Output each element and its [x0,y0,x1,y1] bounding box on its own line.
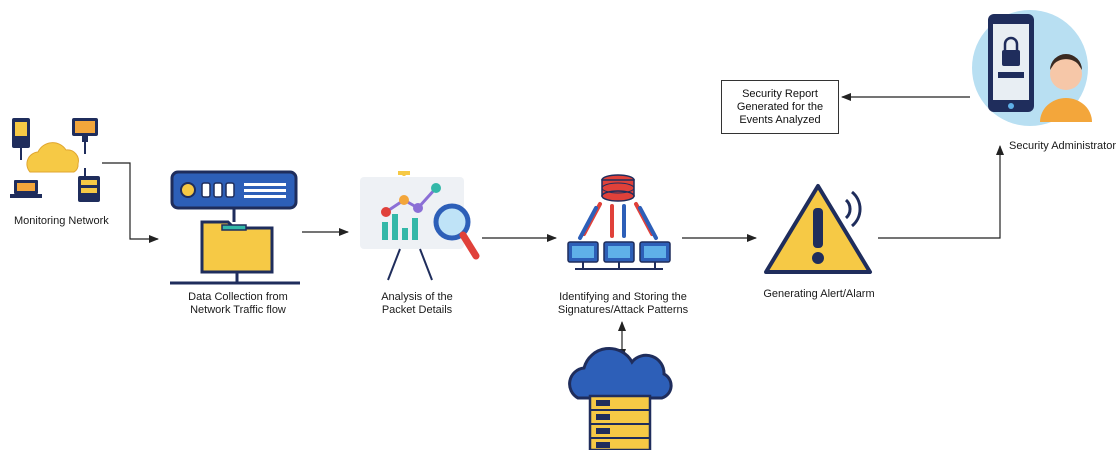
warning-alarm-icon [764,184,872,274]
analytics-board-icon [360,171,480,281]
report-line1: Security Report [742,87,818,100]
database-network-icon [567,174,671,270]
arrow-monitoring-to-collection [102,162,159,243]
label-data-collection-line2: Network Traffic flow [190,304,286,316]
label-monitoring-network: Monitoring Network [14,215,109,227]
label-data-collection: Data Collection from Network Traffic flo… [176,291,300,317]
label-data-collection-line1: Data Collection from [188,291,288,303]
label-security-administrator: Security Administrator [1009,140,1116,152]
cloud-storage-icon [568,346,673,450]
admin-phone-icon [972,10,1092,126]
label-analysis: Analysis of the Packet Details [362,291,472,317]
label-alert: Generating Alert/Alarm [763,288,875,300]
report-line2: Generated for the [736,100,824,113]
label-signatures: Identifying and Storing the Signatures/A… [550,291,696,317]
security-report-box: Security Report Generated for the Events… [721,80,839,134]
label-signatures-line2: Signatures/Attack Patterns [557,304,689,316]
label-analysis-line1: Analysis of the [381,291,453,303]
arrow-alert-to-admin [878,145,1004,239]
report-line3: Events Analyzed [739,113,821,126]
label-analysis-line2: Packet Details [381,304,453,316]
connectors [102,93,1004,359]
label-signatures-line1: Identifying and Storing the [559,291,687,303]
server-folder-icon [170,170,300,285]
network-icon [10,118,100,202]
